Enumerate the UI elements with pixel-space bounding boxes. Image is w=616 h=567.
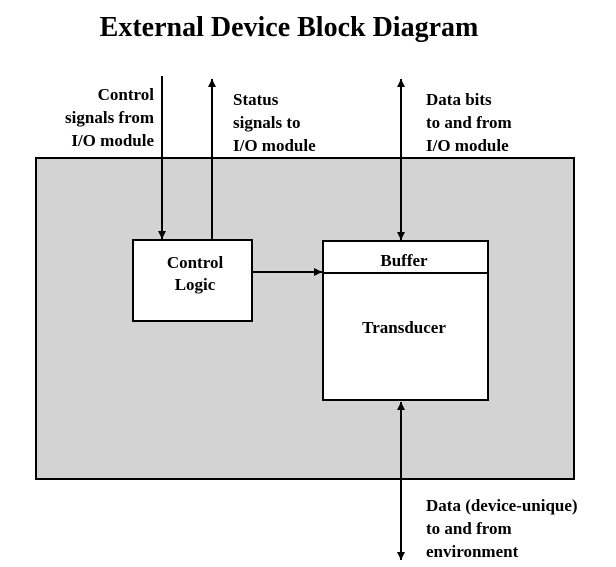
control-logic-label-line1: Control [167, 253, 224, 272]
device-data-label: Data (device-unique) to and from environ… [426, 496, 578, 561]
control-logic-box [132, 239, 253, 322]
control-logic-label-line2: Logic [175, 275, 216, 294]
transducer-label: Transducer [362, 318, 446, 337]
data-bits-label: Data bits to and from I/O module [426, 90, 512, 155]
buffer-transducer-box [322, 240, 489, 401]
status-signals-label: Status signals to I/O module [233, 90, 316, 155]
control-signals-label: Control signals from I/O module [65, 85, 154, 150]
buffer-label: Buffer [380, 251, 428, 270]
page-title: External Device Block Diagram [99, 12, 479, 43]
external-device-box [35, 157, 575, 480]
